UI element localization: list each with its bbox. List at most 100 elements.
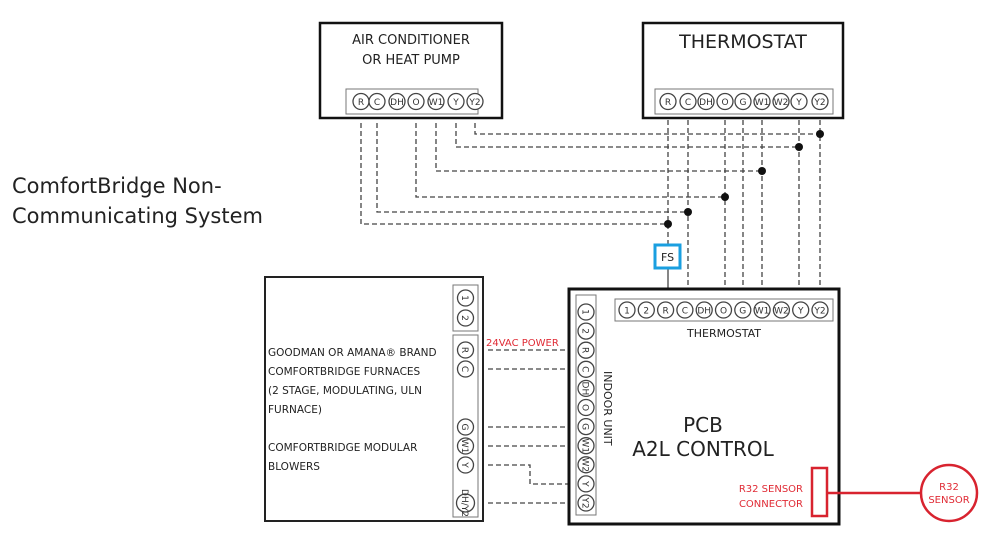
wire-c [376, 123, 688, 213]
svg-text:Y2: Y2 [813, 306, 825, 316]
wire-indoor-y [488, 464, 568, 485]
fs-switch [653, 243, 682, 270]
terminal-r: R [659, 92, 677, 111]
pcb-thermostat-strip [614, 298, 834, 322]
svg-text:DH: DH [699, 98, 713, 108]
furnace-text-line: (2 STAGE, MODULATING, ULN [268, 385, 422, 397]
junction-dots [664, 130, 824, 228]
terminal-y: Y [792, 301, 810, 319]
svg-text:O: O [720, 306, 727, 316]
svg-text:O: O [580, 404, 590, 411]
svg-text:R: R [662, 306, 668, 316]
svg-text:DH: DH [580, 382, 590, 396]
terminal-w1: W1 [577, 437, 595, 455]
svg-text:O: O [412, 98, 419, 108]
junction-dot [721, 193, 729, 201]
svg-text:W2: W2 [774, 98, 789, 108]
sensor-connector-label-1: R32 SENSOR [739, 484, 803, 495]
terminal-o: O [577, 398, 595, 417]
terminal-1: 1 [456, 289, 475, 307]
terminal-w2: W2 [772, 92, 790, 111]
terminal-g: G [456, 418, 475, 436]
pcb-indoor-strip [575, 294, 597, 516]
furnace-terminal-strip-top [452, 284, 479, 332]
terminal-w1: W1 [753, 301, 771, 319]
furnace-text-line: COMFORTBRIDGE MODULAR [268, 442, 417, 454]
terminal-1: 1 [618, 301, 636, 319]
svg-text:W1: W1 [755, 306, 770, 316]
svg-text:W1: W1 [429, 98, 444, 108]
indoor-unit-label: INDOOR UNIT [601, 371, 614, 446]
svg-text:Y: Y [459, 461, 469, 468]
terminal-c: C [577, 360, 595, 378]
svg-text:2: 2 [580, 328, 590, 334]
wire-o [415, 123, 725, 198]
pcb-box [567, 287, 841, 526]
sensor-label-1: R32 [939, 482, 959, 493]
terminal-g: G [734, 92, 752, 111]
svg-text:G: G [739, 306, 746, 316]
terminal-g: G [577, 417, 595, 436]
svg-text:G: G [580, 423, 590, 430]
pcb-title: PCB [683, 413, 723, 437]
svg-text:C: C [685, 98, 691, 108]
terminal-2: 2 [456, 309, 475, 327]
furnace-text-line: GOODMAN OR AMANA® BRAND [268, 347, 437, 359]
terminal-r: R [352, 92, 370, 111]
svg-text:G: G [459, 424, 469, 431]
terminal-y: Y [447, 92, 465, 111]
svg-text:O: O [721, 98, 728, 108]
svg-text:Y2: Y2 [468, 98, 480, 108]
svg-text:R: R [459, 347, 469, 353]
title-line-1: ComfortBridge Non- [12, 174, 222, 198]
junction-dot [758, 167, 766, 175]
svg-text:DH: DH [697, 306, 711, 316]
terminal-y: Y [577, 475, 595, 493]
outdoor-unit-title-1: AIR CONDITIONER [352, 33, 470, 48]
svg-text:C: C [374, 98, 380, 108]
svg-text:Y2: Y2 [580, 496, 590, 508]
svg-text:1: 1 [459, 295, 469, 301]
terminal-c: C [456, 360, 475, 378]
terminal-w2: W2 [772, 301, 791, 319]
furnace-text-line: BLOWERS [268, 461, 320, 473]
pcb-subtitle: A2L CONTROL [632, 437, 774, 461]
terminal-c: C [679, 92, 697, 111]
wire-w1 [435, 123, 762, 172]
r32-sensor [919, 463, 979, 523]
terminal-dh: DH [388, 92, 406, 111]
sensor-label-2: SENSOR [928, 495, 969, 506]
svg-text:Y: Y [795, 98, 802, 108]
terminal-1: 1 [577, 303, 595, 321]
furnace-text-line: FURNACE) [268, 404, 322, 416]
terminal-dh: DH [697, 92, 715, 111]
svg-text:C: C [459, 366, 469, 372]
terminal-c: C [676, 301, 694, 319]
junction-dot [684, 208, 692, 216]
terminal-o: O [714, 301, 733, 319]
svg-text:C: C [580, 366, 590, 372]
svg-text:G: G [740, 98, 747, 108]
svg-text:W1: W1 [459, 439, 469, 454]
svg-text:Y: Y [452, 98, 459, 108]
svg-text:W1: W1 [580, 438, 590, 453]
terminal-r: R [456, 341, 475, 359]
junction-dot [795, 143, 803, 151]
terminal-w1: W1 [456, 437, 475, 455]
terminal-dh: DH [695, 301, 713, 319]
power-label: 24VAC POWER [486, 338, 559, 349]
furnace-box [264, 276, 484, 522]
terminal-w1: W1 [753, 92, 771, 111]
terminal-r: R [577, 341, 595, 359]
svg-text:W2: W2 [580, 457, 590, 472]
svg-text:R: R [665, 98, 671, 108]
terminal-w1: W1 [427, 92, 445, 111]
terminal-y: Y [790, 92, 808, 111]
svg-text:Y: Y [580, 480, 590, 487]
terminal-dh-y2: DH/Y2 [455, 489, 476, 517]
